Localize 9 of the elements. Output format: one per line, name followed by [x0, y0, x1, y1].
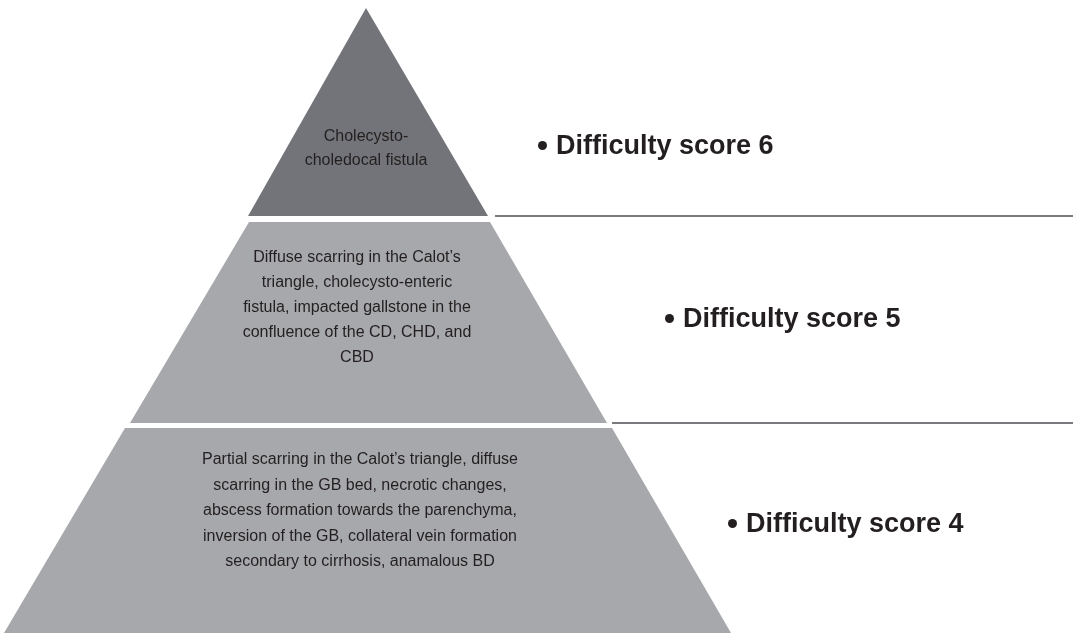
difficulty-label: Difficulty score 4 [746, 508, 964, 539]
pyramid-top-tier [248, 8, 488, 216]
difficulty-label: Difficulty score 6 [556, 130, 774, 161]
tier-text: Diffuse scarring in the Calot’s triangle, cholecysto-enteric fistula, impacted gallstone in the confluence of the CD, CHD, and CBD [241, 247, 473, 367]
tier-text: Partial scarring in the Calot’s triangle, diffuse scarring in the GB bed, necrotic changes, abscess formation towards the parenchyma, inversion of the GB, collateral vein formation secondary to cirrhosis, anamalous BD [201, 449, 519, 571]
pyramid-tier [4, 428, 731, 633]
tier-text: Cholecysto-choledocal fistula [303, 126, 429, 170]
pyramid-tier [130, 222, 607, 423]
difficulty-label: Difficulty score 5 [683, 303, 901, 334]
